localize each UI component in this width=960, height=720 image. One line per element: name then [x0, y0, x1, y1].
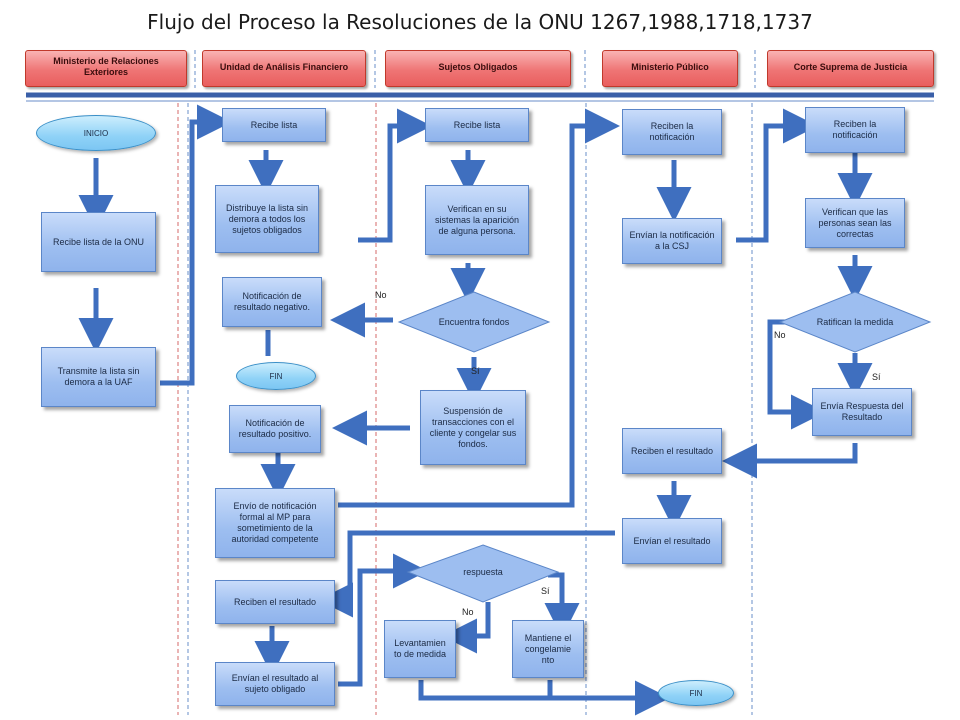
lane-header-uaf: Unidad de Análisis Financiero: [202, 50, 366, 87]
decision-encuentra-fondos-label: Encuentra fondos: [438, 316, 510, 327]
decision-ratifican-label: Ratifican la medida: [816, 316, 894, 327]
start-node-inicio: INICIO: [36, 115, 156, 151]
step-mp-reciben-resultado: Reciben el resultado: [622, 428, 722, 474]
branch-label-si-encuentra: Sí: [471, 366, 480, 376]
flow-arrows: [78, 104, 873, 716]
decision-respuesta-label: respuesta: [463, 566, 503, 577]
step-notificacion-negativo: Notificación de resultado negativo.: [222, 277, 322, 327]
lane-header-mre: Ministerio de Relaciones Exteriores: [25, 50, 187, 87]
step-so-recibe-lista: Recibe lista: [425, 108, 529, 142]
decision-ratifican-medida: [778, 291, 932, 353]
step-recibe-lista-onu: Recibe lista de la ONU: [41, 212, 156, 272]
step-csj-envia-respuesta: Envía Respuesta del Resultado: [812, 388, 912, 436]
decision-respuesta: [406, 544, 560, 603]
step-uaf-recibe-lista: Recibe lista: [222, 108, 326, 142]
step-mp-reciben-notificacion: Reciben la notificación: [622, 109, 722, 155]
step-uaf-envian-resultado: Envían el resultado al sujeto obligado: [215, 662, 335, 706]
step-so-verifican: Verifican en su sistemas la aparición de…: [425, 185, 529, 255]
end-node-fin-2: FIN: [658, 680, 734, 706]
lane-dividers: [177, 50, 756, 715]
branch-label-si-ratifican: Sí: [872, 372, 881, 382]
step-mp-envian-notificacion: Envían la notificación a la CSJ: [622, 218, 722, 264]
step-csj-verifican: Verifican que las personas sean las corr…: [805, 198, 905, 248]
lane-header-mp: Ministerio Público: [602, 50, 738, 87]
step-levantamiento-medida: Levantamien to de medida: [384, 620, 456, 678]
page-title: Flujo del Proceso la Resoluciones de la …: [147, 10, 813, 34]
step-notificacion-positivo: Notificación de resultado positivo.: [229, 405, 321, 453]
lane-header-sujetos: Sujetos Obligados: [385, 50, 571, 87]
step-transmite-lista: Transmite la lista sin demora a la UAF: [41, 347, 156, 407]
step-envio-notificacion-mp: Envío de notificación formal al MP para …: [215, 488, 335, 558]
end-node-fin-1: FIN: [236, 362, 316, 390]
branch-label-no-respuesta: No: [462, 607, 474, 617]
decision-encuentra-fondos: [397, 291, 551, 353]
step-uaf-reciben-resultado: Reciben el resultado: [215, 580, 335, 624]
branch-label-si-respuesta: Sí: [541, 586, 550, 596]
step-mantiene-congelamiento: Mantiene el congelamie nto: [512, 620, 584, 678]
branch-label-no-ratifican: No: [774, 330, 786, 340]
branch-label-no-encuentra: No: [375, 290, 387, 300]
lane-header-csj: Corte Suprema de Justicia: [767, 50, 934, 87]
step-suspension-transacciones: Suspensión de transacciones con el clien…: [420, 390, 526, 465]
step-mp-envian-resultado: Envían el resultado: [622, 518, 722, 564]
step-uaf-distribuye: Distribuye la lista sin demora a todos l…: [215, 185, 319, 253]
step-csj-reciben-notificacion: Reciben la notificación: [805, 107, 905, 153]
